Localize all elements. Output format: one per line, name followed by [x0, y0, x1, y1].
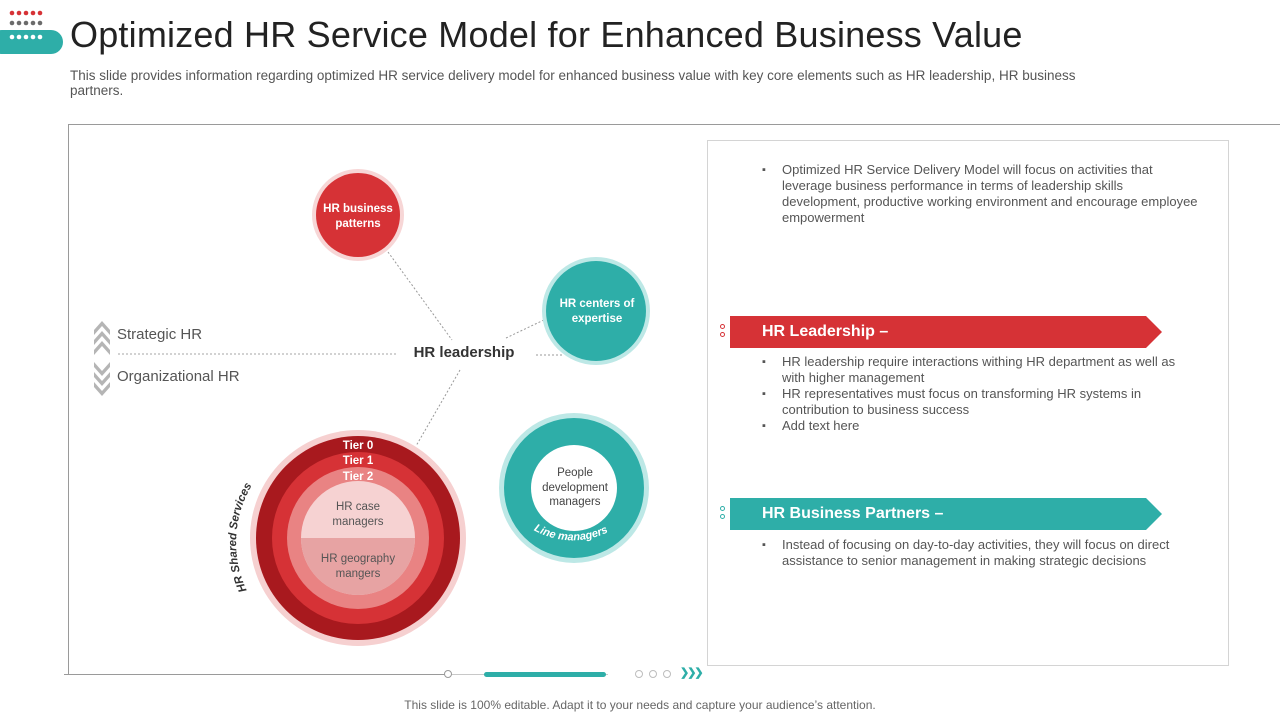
- people-line-2: development: [542, 482, 609, 494]
- progress-knob: [444, 670, 452, 678]
- chevron-down-icon: [94, 362, 110, 396]
- connector-shared: [415, 369, 461, 447]
- geography-line-1: HR geography: [321, 553, 395, 565]
- people-line-1: People: [557, 467, 593, 479]
- leadership-bullet: Add text here: [762, 418, 1182, 434]
- slide-subtitle: This slide provides information regardin…: [70, 68, 1076, 98]
- people-line-3: managers: [549, 496, 600, 508]
- hr-business-partners-ribbon: HR Business Partners –: [730, 498, 1162, 530]
- pager-dot: [663, 670, 671, 678]
- partners-bullet: Instead of focusing on day-to-day activi…: [762, 537, 1182, 569]
- pager-dot: [635, 670, 643, 678]
- tier-1-label: Tier 1: [343, 455, 374, 467]
- partners-bullets: Instead of focusing on day-to-day activi…: [762, 537, 1182, 569]
- intro-bullet: Optimized HR Service Delivery Model will…: [762, 162, 1202, 226]
- organizational-hr-label: Organizational HR: [117, 368, 240, 385]
- bubble-business-line-1: HR business: [323, 203, 393, 215]
- bubble-hr-business-patterns: HR business patterns: [312, 169, 404, 261]
- leadership-bullet: HR leadership require interactions withi…: [762, 354, 1182, 386]
- case-managers-line-1: HR case: [336, 501, 380, 513]
- ribbon-dots-teal: [720, 506, 726, 522]
- progress-fill: [484, 672, 606, 677]
- ribbon-dots-red: [720, 324, 726, 340]
- bubble-hr-centers-of-expertise: HR centers of expertise: [542, 257, 650, 365]
- frame-bottom-line: [64, 674, 454, 675]
- bubble-business-line-2: patterns: [335, 218, 380, 230]
- tier-0-label: Tier 0: [343, 440, 373, 452]
- bubble-expertise-line-2: expertise: [572, 313, 623, 325]
- tiered-shared-services: Tier 0 Tier 1 Tier 2 HR case managers HR…: [227, 430, 466, 646]
- connector-business: [387, 251, 453, 341]
- slide-footer: This slide is 100% editable. Adapt it to…: [404, 698, 876, 712]
- case-managers-line-2: managers: [332, 516, 383, 528]
- leadership-bullet: HR representatives must focus on transfo…: [762, 386, 1182, 418]
- leadership-bullets: HR leadership require interactions withi…: [762, 354, 1182, 434]
- chevron-right-icon: ❯❯❯: [680, 667, 704, 679]
- frame-top-line: [68, 124, 1280, 125]
- ring-line-managers: People development managers Line manager…: [499, 413, 649, 563]
- strategic-hr-label: Strategic HR: [117, 326, 203, 343]
- logo-icon: [0, 10, 63, 54]
- hr-leadership-label: HR leadership: [413, 344, 515, 361]
- bubble-expertise-line-1: HR centers of: [560, 298, 635, 310]
- hr-leadership-ribbon: HR Leadership –: [730, 316, 1162, 348]
- slide-title: Optimized HR Service Model for Enhanced …: [70, 14, 1023, 55]
- pager-dot: [649, 670, 657, 678]
- tier-2-label: Tier 2: [343, 471, 373, 483]
- geography-line-2: mangers: [336, 568, 381, 580]
- frame-left-line: [68, 124, 69, 674]
- connector-expertise: [505, 317, 549, 339]
- chevron-up-icon: [94, 321, 110, 355]
- intro-bullets: Optimized HR Service Delivery Model will…: [762, 162, 1202, 226]
